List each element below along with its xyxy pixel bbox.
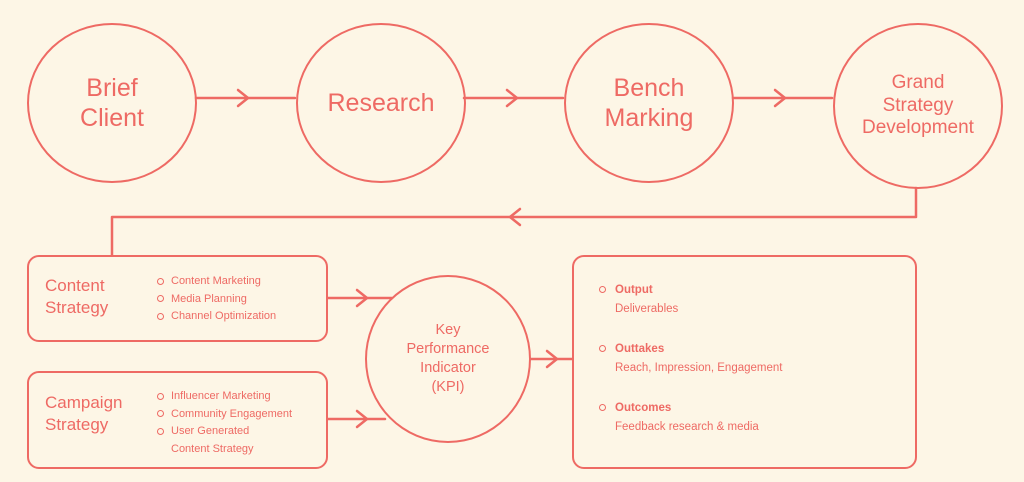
arrow-head-icon bbox=[773, 88, 787, 108]
result-desc: Deliverables bbox=[615, 303, 679, 315]
brief-client-node: Brief Client bbox=[27, 23, 197, 183]
grand-strategy-label: Grand Strategy Development bbox=[862, 71, 974, 139]
result-outcomes: Outcomes Feedback research & media bbox=[599, 400, 759, 435]
results-box bbox=[572, 255, 917, 469]
arrow-head-icon bbox=[508, 207, 522, 227]
campaign-strategy-title: Campaign Strategy bbox=[45, 393, 123, 435]
campaign-strategy-list: Influencer Marketing Community Engagemen… bbox=[157, 388, 292, 458]
result-title: Outcomes bbox=[615, 402, 672, 414]
content-strategy-list: Content Marketing Media Planning Channel… bbox=[157, 273, 276, 326]
campaign-strategy-box bbox=[27, 371, 328, 469]
bullet-icon bbox=[157, 295, 164, 302]
kpi-label: Key Performance Indicator (KPI) bbox=[406, 322, 490, 395]
content-strategy-title: Content Strategy bbox=[45, 276, 109, 318]
arrow-head-icon bbox=[236, 88, 250, 108]
bullet-icon bbox=[599, 344, 606, 352]
list-item: Media Planning bbox=[157, 291, 276, 309]
result-output: Output Deliverables bbox=[599, 282, 678, 317]
arrow-head-icon bbox=[545, 349, 559, 369]
grand-strategy-node: Grand Strategy Development bbox=[833, 23, 1003, 189]
bench-marking-node: Bench Marking bbox=[564, 23, 734, 183]
bullet-icon bbox=[157, 392, 164, 400]
result-desc: Reach, Impression, Engagement bbox=[615, 362, 783, 374]
brief-client-label: Brief Client bbox=[80, 74, 144, 132]
content-strategy-box bbox=[27, 255, 328, 342]
result-title: Outtakes bbox=[615, 343, 665, 355]
list-item: Content Marketing bbox=[157, 273, 276, 291]
bullet-icon bbox=[599, 285, 606, 293]
list-item: Community Engagement bbox=[157, 406, 292, 424]
list-item: Channel Optimization bbox=[157, 308, 276, 326]
arrow-head-icon bbox=[355, 409, 369, 429]
bullet-icon bbox=[157, 427, 164, 435]
bullet-icon bbox=[157, 312, 164, 320]
connector-return-path bbox=[110, 186, 918, 257]
bullet-icon bbox=[599, 403, 606, 411]
bench-marking-label: Bench Marking bbox=[604, 74, 694, 132]
result-outtakes: Outtakes Reach, Impression, Engagement bbox=[599, 341, 782, 376]
arrow-head-icon bbox=[505, 88, 519, 108]
bullet-icon bbox=[157, 410, 164, 417]
bullet-icon bbox=[157, 277, 164, 285]
list-item: Influencer Marketing bbox=[157, 388, 292, 406]
kpi-node: Key Performance Indicator (KPI) bbox=[365, 275, 531, 443]
result-title: Output bbox=[615, 284, 653, 296]
research-node: Research bbox=[296, 23, 466, 183]
research-label: Research bbox=[327, 89, 435, 117]
result-desc: Feedback research & media bbox=[615, 421, 759, 433]
arrow-head-icon bbox=[355, 288, 369, 308]
